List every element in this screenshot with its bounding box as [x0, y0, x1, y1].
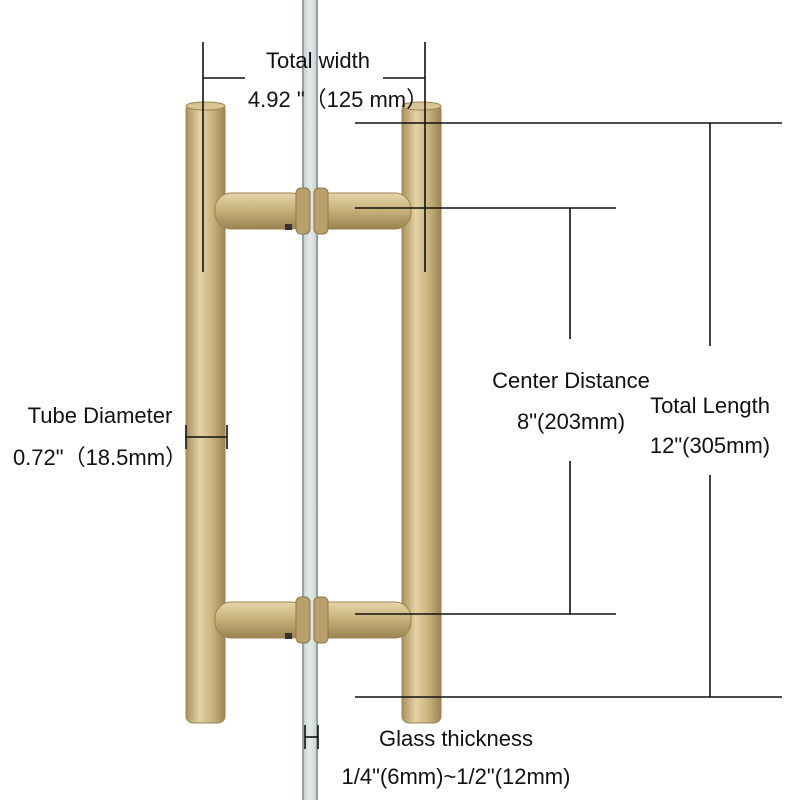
- total-width-label: Total width: [266, 48, 370, 73]
- left-handle-tube: [185, 101, 226, 724]
- tube-diameter-value: 0.72"（18.5mm）: [13, 445, 187, 470]
- glass-thickness-dimension: Glass thickness 1/4"(6mm)~1/2"(12mm): [304, 725, 571, 789]
- total-length-dimension: Total Length 12"(305mm): [355, 122, 782, 698]
- top-standoff-arm: [214, 187, 412, 235]
- tube-diameter-label: Tube Diameter: [28, 403, 173, 428]
- total-length-value: 12"(305mm): [650, 433, 770, 458]
- bottom-standoff-arm: [214, 596, 412, 644]
- tube-diameter-dimension: Tube Diameter 0.72"（18.5mm）: [13, 403, 228, 470]
- total-length-label: Total Length: [650, 393, 770, 418]
- total-width-value: 4.92 "（125 mm）: [248, 87, 428, 112]
- center-distance-dimension: Center Distance 8"(203mm): [355, 207, 650, 615]
- right-handle-tube: [401, 101, 442, 724]
- center-distance-value: 8"(203mm): [517, 409, 625, 434]
- glass-panel: [302, 0, 318, 800]
- glass-thickness-value: 1/4"(6mm)~1/2"(12mm): [342, 764, 571, 789]
- total-width-dimension: Total width 4.92 "（125 mm）: [202, 42, 428, 272]
- glass-thickness-label: Glass thickness: [379, 726, 533, 751]
- center-distance-label: Center Distance: [492, 368, 650, 393]
